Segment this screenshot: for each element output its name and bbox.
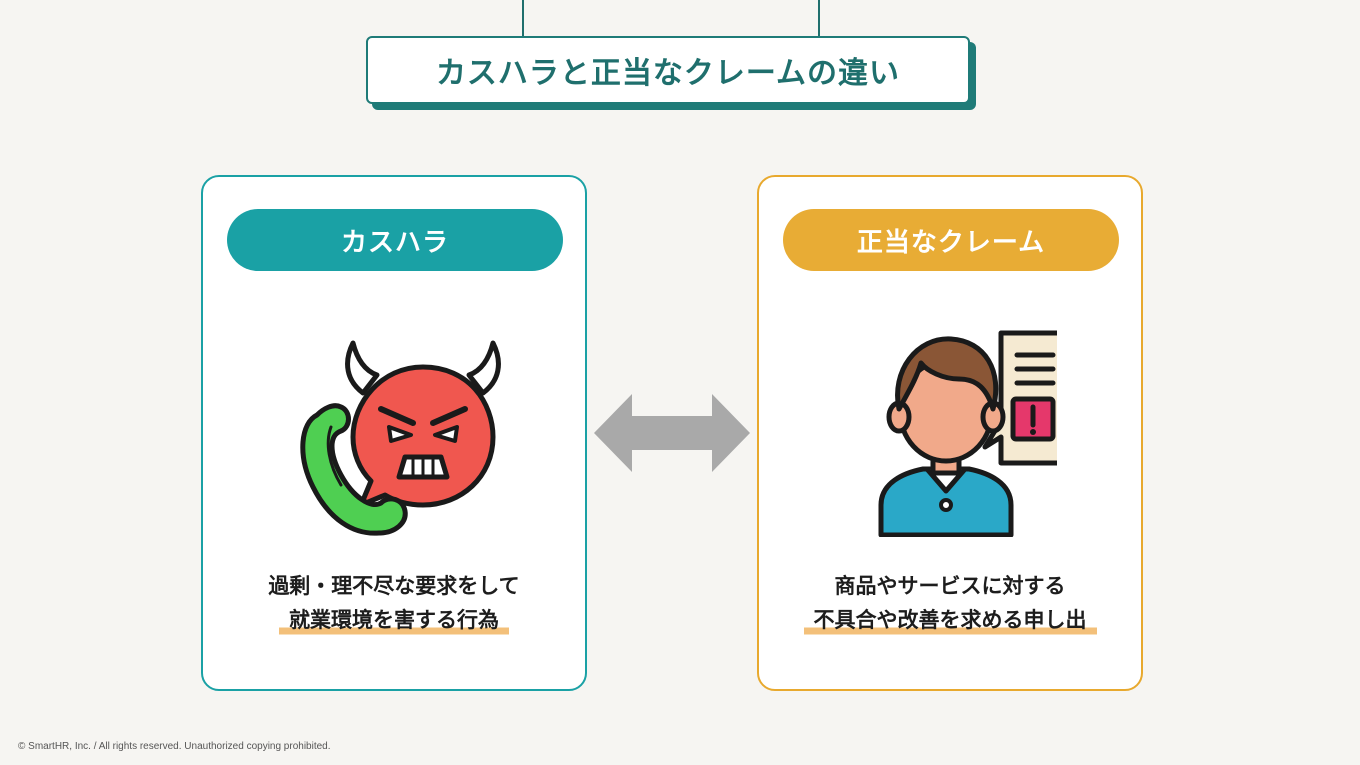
- angry-devil-phone-icon: [291, 327, 501, 537]
- copyright-footer: © SmartHR, Inc. / All rights reserved. U…: [18, 741, 331, 752]
- title-hanger-right: [818, 0, 820, 44]
- title-box: カスハラと正当なクレームの違い: [366, 36, 970, 104]
- card-description: 過剰・理不尽な要求をして 就業環境を害する行為: [203, 569, 585, 637]
- double-arrow-icon: [594, 394, 750, 472]
- person-speech-alert-icon: [847, 327, 1072, 538]
- card-description-line2: 不具合や改善を求める申し出: [803, 603, 1097, 637]
- card-legitimate-complaint: 正当なクレーム 商品やサービスに対する 不具合や改善を求める申し出: [757, 175, 1143, 691]
- title-hanger-left: [522, 0, 524, 44]
- card-label-pill: 正当なクレーム: [783, 209, 1119, 271]
- card-label-pill: カスハラ: [227, 209, 563, 271]
- card-customer-harassment: カスハラ 過剰・理不尽な要求をして 就業環境を害する行為: [201, 175, 587, 691]
- card-description-line2: 就業環境を害する行為: [279, 603, 509, 637]
- card-description-line1: 商品やサービスに対する: [834, 574, 1066, 598]
- card-description-line1: 過剰・理不尽な要求をして: [268, 574, 520, 598]
- card-description: 商品やサービスに対する 不具合や改善を求める申し出: [759, 569, 1141, 637]
- page-title: カスハラと正当なクレームの違い: [435, 56, 901, 91]
